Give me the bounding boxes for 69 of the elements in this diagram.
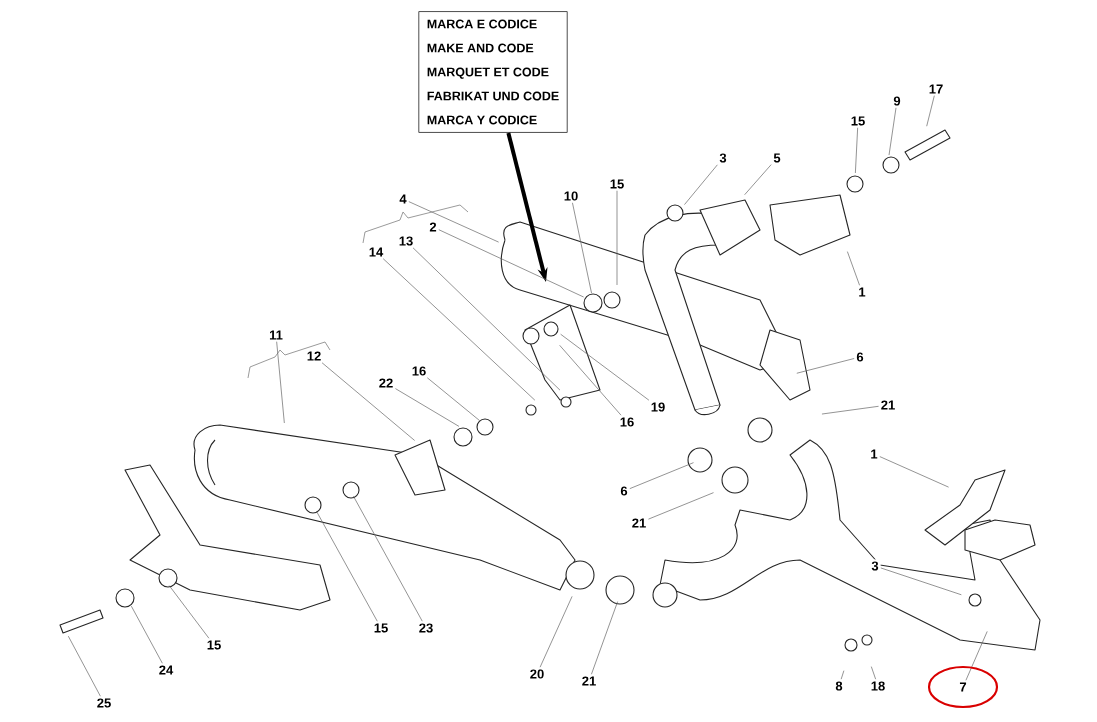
- leader-line: [821, 405, 879, 415]
- leader-line: [559, 344, 622, 416]
- leader-line: [395, 388, 460, 427]
- leader-line: [629, 462, 694, 489]
- leader-line: [426, 377, 480, 421]
- callout-number: 15: [848, 114, 868, 128]
- callout-number: 1: [868, 447, 880, 461]
- callout-number: 6: [618, 484, 630, 498]
- leader-line: [438, 229, 584, 298]
- callout-number: 16: [617, 415, 637, 429]
- callout-number: 14: [366, 245, 386, 259]
- leader-line: [382, 258, 536, 401]
- callout-number: 13: [396, 234, 416, 248]
- leader-line: [67, 635, 101, 697]
- leader-line: [412, 247, 561, 391]
- callout-number: 10: [561, 189, 581, 203]
- callout-number: 21: [629, 516, 649, 530]
- callout-number: 15: [607, 177, 627, 191]
- leader-line: [616, 190, 618, 286]
- leader-line: [572, 202, 592, 294]
- callout-number: 8: [833, 679, 845, 693]
- callout-number: 7: [957, 680, 969, 694]
- leader-line: [591, 601, 618, 675]
- leader-line: [880, 567, 962, 596]
- callout-number: 12: [304, 349, 324, 363]
- leader-line: [539, 596, 573, 668]
- callout-number: 11: [267, 328, 285, 342]
- callout-number: 3: [869, 559, 881, 573]
- leader-line: [648, 492, 714, 520]
- callout-number: 20: [527, 667, 547, 681]
- callout-number: 1: [856, 285, 868, 299]
- callout-number: 24: [156, 663, 176, 677]
- leader-line: [879, 456, 949, 488]
- callout-number: 16: [409, 364, 429, 378]
- callout-number: 21: [878, 398, 898, 412]
- text-box: MARCA E CODICE MAKE AND CODE MARQUET ET CODE FABRIKAT UND CODE MARCA Y CODICE: [418, 11, 568, 133]
- callout-number: 23: [416, 621, 436, 635]
- leader-line: [316, 510, 378, 622]
- callout-number: 21: [579, 674, 599, 688]
- leader-line: [744, 164, 772, 196]
- callout-number: 25: [94, 696, 114, 710]
- leader-line: [965, 631, 988, 681]
- callout-number: 15: [204, 638, 224, 652]
- callout-number: 5: [771, 151, 783, 165]
- leader-line: [870, 666, 876, 680]
- leader-line: [926, 95, 935, 127]
- leader-line: [855, 127, 858, 174]
- callout-number: 17: [926, 82, 946, 96]
- callout-number: 3: [717, 151, 729, 165]
- callout-number: 9: [891, 94, 903, 108]
- leader-line: [888, 107, 897, 156]
- callout-number: 15: [371, 621, 391, 635]
- leader-line: [840, 670, 845, 680]
- leader-line: [796, 358, 855, 374]
- leader-line: [276, 341, 285, 424]
- callout-number: 22: [376, 376, 396, 390]
- leader-line: [684, 164, 718, 205]
- leader-line: [847, 251, 860, 286]
- callout-number: 4: [397, 192, 409, 206]
- leader-line: [131, 605, 163, 664]
- callout-number: 18: [868, 679, 888, 693]
- leader-line: [408, 201, 499, 243]
- leader-line: [560, 333, 650, 401]
- callout-number: 2: [427, 220, 439, 234]
- callout-number: 6: [854, 350, 866, 364]
- leader-line: [353, 495, 423, 622]
- leader-line: [168, 585, 210, 639]
- leader-line: [321, 362, 415, 441]
- callout-number: 19: [648, 400, 668, 414]
